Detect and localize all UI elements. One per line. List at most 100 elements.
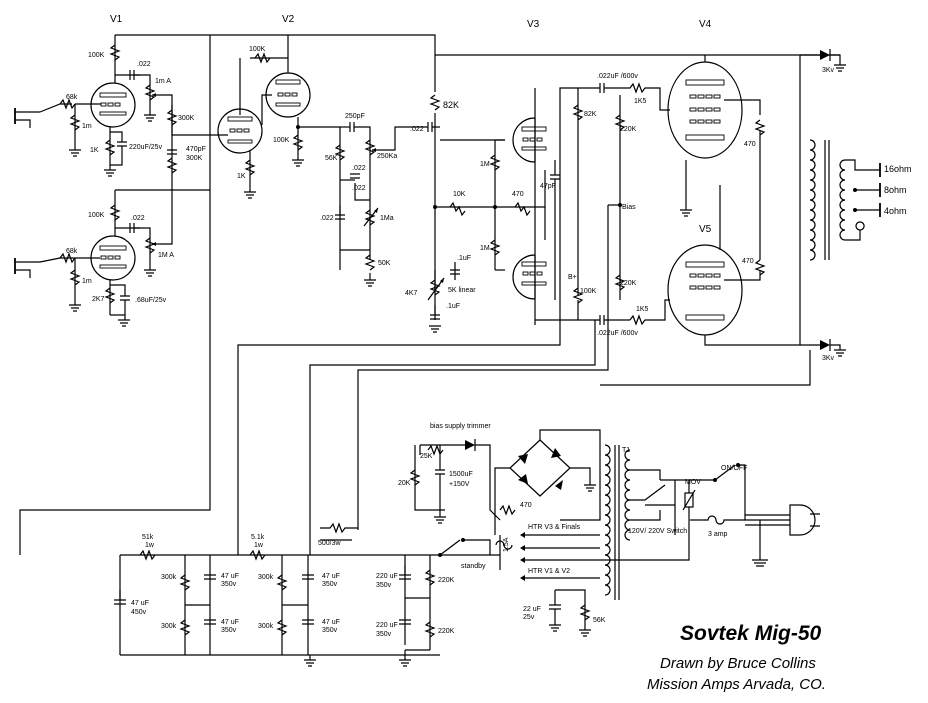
label-470-v5: 470 [742, 258, 754, 265]
label-300k-b2: 300k [258, 623, 274, 630]
label-68k-1: 68k [66, 94, 78, 101]
label-500-3w: 500/3w [318, 540, 342, 547]
label-220k-c2: 220K [438, 628, 455, 635]
output-transformer: 16ohm 8ohm 4ohm 3Kv 3Kv [800, 49, 912, 362]
label-068uf: .68uF/25v [135, 297, 167, 304]
label-47uf-a2: 47 uF [221, 619, 239, 626]
label-350-a1: 350v [221, 581, 237, 588]
label-47uf-a1: 47 uF [221, 573, 239, 580]
tube-label-v2: V2 [282, 14, 295, 25]
label-47uf-b2: 47 uF [322, 619, 340, 626]
label-47uf-450: 47 uF [131, 600, 149, 607]
label-10k-pi: 10K [453, 191, 466, 198]
label-25v: 25v [523, 614, 535, 621]
label-82k-pi: 82K [584, 111, 597, 118]
label-470-pi: 470 [512, 191, 524, 198]
label-350-c1: 350v [376, 582, 392, 589]
label-1m-pi2: 1M [480, 245, 490, 252]
credit-line-1: Drawn by Bruce Collins [660, 655, 816, 672]
label-56k: 56K [325, 155, 338, 162]
ht-filter-chain: 51k 1w 47 uF 450v 300k 300k 47 uF 350v 4… [114, 522, 500, 667]
label-20k: 20K [398, 480, 411, 487]
label-4k7: 4K7 [405, 290, 418, 297]
label-standby: standby [461, 563, 486, 570]
tube-label-v5: V5 [699, 224, 712, 235]
label-022-t1: .022 [352, 165, 366, 172]
label-16ohm: 16ohm [884, 164, 912, 174]
label-onoff: ON/OFF [721, 465, 747, 472]
label-fuse15a: 1.5A [503, 537, 510, 552]
label-5-1k: 5.1k [251, 534, 265, 541]
label-47pf: 47pF [540, 183, 556, 190]
label-220uf-c2: 220 uF [376, 622, 398, 629]
credit-line-2: Mission Amps Arvada, CO. [647, 676, 826, 693]
label-56k-htr: 56K [593, 617, 606, 624]
label-1k5-2: 1K5 [636, 306, 649, 313]
v1-stage-a: 68k 1m 100K .022 1m A 1K 220uF/ [14, 35, 210, 230]
label-100k-v2b: 100K [273, 137, 290, 144]
label-022-t2: .022 [352, 185, 366, 192]
label-47uf-b1: 47 uF [322, 573, 340, 580]
label-68k-2: 68k [66, 248, 78, 255]
tone-stack: 250pF 56K 250Ka .022 .022 .022 1Ma 50K [320, 113, 420, 287]
label-250ka: 250Ka [377, 153, 397, 160]
tube-label-v4: V4 [699, 19, 712, 30]
label-022-2: .022 [131, 215, 145, 222]
label-htr-v1: HTR V1 & V2 [528, 568, 570, 575]
label-100k-v2: 100K [249, 46, 266, 53]
label-50k: 50K [378, 260, 391, 267]
label-022-pi: .022 [410, 126, 424, 133]
label-bias: Bias [622, 204, 636, 211]
label-100k-v1b: 100K [88, 212, 105, 219]
label-120-220-switch: 120V/ 220V Switch [628, 528, 687, 535]
label-1m-1: 1m [82, 123, 92, 130]
label-100k-pi: 100K [580, 288, 597, 295]
label-bplus: B+ [568, 274, 577, 281]
label-8ohm: 8ohm [884, 185, 907, 195]
label-2k7: 2K7 [92, 296, 105, 303]
label-022-600-2: .022uF /600v [597, 330, 638, 337]
label-1m-2: 1m [82, 278, 92, 285]
label-350-b1: 350v [322, 581, 338, 588]
label-1ma-1: 1m A [155, 78, 171, 85]
label-1k-1: 1K [90, 147, 99, 154]
label-22uf: 22 uF [523, 606, 541, 613]
label-1k-v2: 1K [237, 173, 246, 180]
label-82k: 82K [443, 100, 459, 110]
label-350-a2: 350v [221, 627, 237, 634]
label-1k5-1: 1K5 [634, 98, 647, 105]
label-01uf-2: .1uF [446, 303, 460, 310]
label-470-htr: 470 [520, 502, 532, 509]
label-3kv-2: 3Kv [822, 355, 835, 362]
label-4ohm: 4ohm [884, 206, 907, 216]
label-022-1: .022 [137, 61, 151, 68]
label-300k-2: 300K [186, 155, 203, 162]
label-300k-a1: 300k [161, 574, 177, 581]
label-300k-b1: 300k [258, 574, 274, 581]
label-100k-v1: 100K [88, 52, 105, 59]
tube-label-v3: V3 [527, 19, 540, 30]
label-350-c2: 350v [376, 631, 392, 638]
bias-supply: bias supply trimmer 20K 25K 1500uF +150V [398, 423, 501, 524]
label-470pf: 470pF [186, 146, 206, 153]
label-450v: 450v [131, 609, 147, 616]
phase-inverter: 82K .022 1M 1M 10K 470 [405, 55, 670, 337]
label-htr-v3: HTR V3 & Finals [528, 524, 581, 531]
schematic-title: Sovtek Mig-50 [680, 622, 822, 645]
label-5k-linear: 5K linear [448, 287, 476, 294]
label-220k-c1: 220K [438, 577, 455, 584]
label-fuse3a: 3 amp [708, 531, 728, 538]
label-t1: T1 [622, 447, 630, 454]
label-25k: 25K [420, 453, 433, 460]
output-stage: 470 470 [667, 55, 780, 346]
label-220k-pi1: 220K [620, 126, 637, 133]
label-022-600-1: .022uF /600v [597, 73, 638, 80]
label-mov: MOV [685, 479, 701, 486]
label-1ma-t: 1Ma [380, 215, 394, 222]
v2-stage: 100K 1K 100K [210, 46, 340, 199]
label-51k: 51k [142, 534, 154, 541]
label-220uf-c1: 220 uF [376, 573, 398, 580]
label-1m-pi1: 1M [480, 161, 490, 168]
label-1500uf: 1500uF [449, 471, 473, 478]
